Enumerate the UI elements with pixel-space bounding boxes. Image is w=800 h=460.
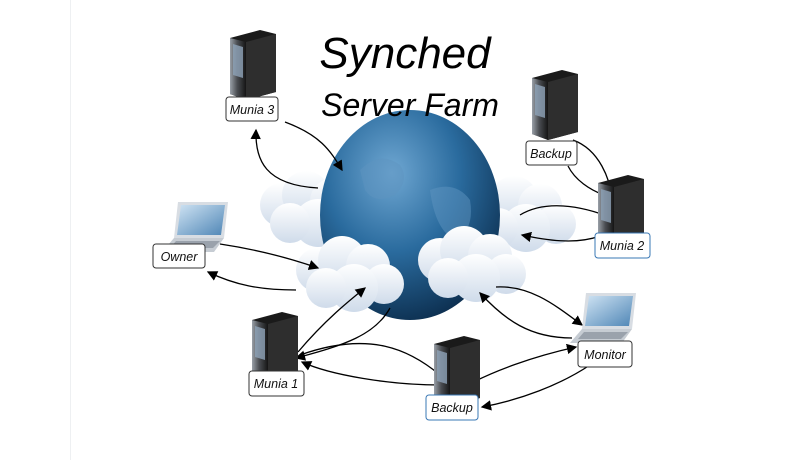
node-label: Backup <box>530 147 572 161</box>
laptop-monitor-icon <box>570 293 636 343</box>
node-label: Munia 1 <box>254 377 298 391</box>
title-line1: Synched <box>319 29 492 78</box>
node-munia-3[interactable]: Munia 3 <box>225 96 279 122</box>
node-backup-top[interactable]: Backup <box>525 140 578 166</box>
title-line2: Server Farm <box>321 87 499 123</box>
server-backup-top-icon <box>532 70 578 140</box>
node-label: Backup <box>431 401 473 415</box>
server-munia-3-icon <box>230 30 276 100</box>
node-label: Munia 2 <box>600 239 645 253</box>
node-label: Munia 3 <box>230 103 275 117</box>
node-backup-bottom[interactable]: Backup <box>425 394 479 421</box>
node-label: Monitor <box>584 348 627 362</box>
node-munia-1[interactable]: Munia 1 <box>248 370 305 397</box>
page-border <box>70 0 71 460</box>
node-monitor[interactable]: Monitor <box>577 340 633 368</box>
node-munia-2[interactable]: Munia 2 <box>594 232 651 259</box>
node-owner[interactable]: Owner <box>152 243 206 269</box>
connection-arrows <box>206 121 617 411</box>
node-label: Owner <box>161 250 199 264</box>
